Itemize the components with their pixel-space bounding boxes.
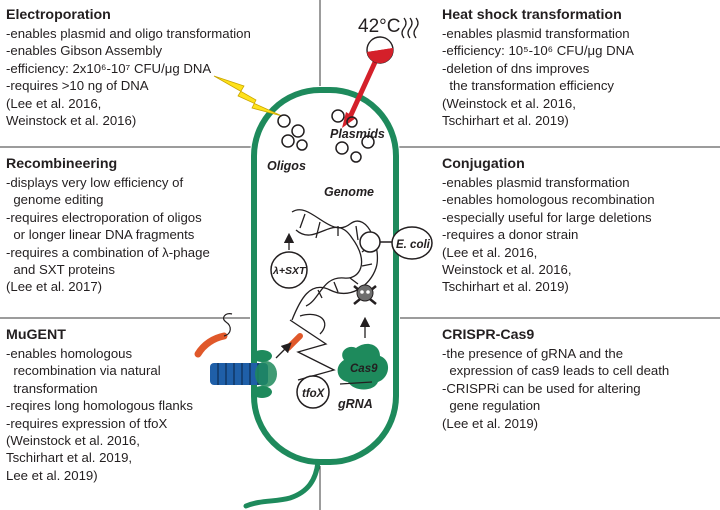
panel-ref: (Weinstock et al. 2016, [6, 433, 140, 449]
lower-genome-helix [289, 313, 336, 381]
tfox-circle [296, 375, 330, 409]
uptake-arrow [275, 342, 292, 359]
panel-heat-shock: Heat shock transformation -enables plasm… [442, 6, 634, 129]
lambda-sxt-label: λ+SXT [272, 265, 307, 277]
panel-item: gene regulation [442, 398, 541, 414]
tfox-label: tfoX [302, 388, 326, 400]
skull-crossbones-icon [353, 284, 377, 305]
panel-item: -enables homologous [6, 346, 133, 361]
panel-item: -enables homologous recombination [442, 192, 655, 208]
panel-conjugation: Conjugation -enables plasmid transformat… [442, 155, 655, 296]
panel-recombineering: Recombineering -displays very low effici… [6, 155, 210, 296]
panel-ref: (Lee et al. 2017) [6, 279, 103, 295]
panel-ref: Tschirhart et al. 2019, [6, 450, 133, 466]
panel-item: the transformation efficiency [442, 78, 615, 94]
panel-item: -requires a combination of λ-phage [6, 244, 210, 260]
heat-waves-icon [401, 17, 419, 39]
bacterial-cell [251, 87, 399, 465]
panel-ref: Tschirhart et al. 2019) [442, 279, 569, 295]
panel-item: -requires >10 ng of DNA [6, 78, 149, 94]
panel-item: -enables plasmid transformation [442, 26, 630, 41]
panel-ref: Weinstock et al. 2016, [442, 262, 572, 278]
genome-label: Genome [324, 185, 374, 199]
panel-title: Recombineering [6, 156, 118, 172]
panel-item: -enables plasmid transformation [442, 175, 630, 190]
panel-item: -enables plasmid and oligo transformatio… [6, 26, 251, 41]
panel-item: -displays very low efficiency of [6, 175, 184, 190]
panel-item: recombination via natural [6, 363, 161, 379]
plasmid-circles [277, 109, 375, 163]
plasmids-label: Plasmids [330, 127, 385, 141]
panel-item: and SXT proteins [6, 262, 115, 278]
panel-title: MuGENT [6, 327, 66, 343]
panel-item: -requires expression of tfoX [6, 415, 168, 431]
panel-ref: (Weinstock et al. 2016, [442, 95, 576, 111]
panel-ref: (Lee et al. 2019) [442, 415, 539, 431]
panel-title: Conjugation [442, 156, 525, 172]
lambda-sxt-circle [270, 251, 308, 289]
panel-ref: (Lee et al. 2016, [6, 95, 102, 111]
panel-item: -efficiency: 2x10⁶-10⁷ CFU/μg DNA [6, 60, 212, 76]
panel-ref: Tschirhart et al. 2019) [442, 113, 569, 129]
panel-item: transformation [6, 380, 98, 396]
temperature-label: 42°C [358, 16, 400, 37]
panel-crispr-cas9: CRISPR-Cas9 -the presence of gRNA and th… [442, 326, 669, 432]
panel-item: expression of cas9 leads to cell death [442, 363, 670, 379]
panel-item: -requires electroporation of oligos [6, 209, 202, 225]
ecoli-label: E. coli [396, 239, 431, 251]
grna-label: gRNA [337, 397, 373, 411]
panel-ref: Lee et al. 2019) [6, 467, 98, 483]
panel-title: CRISPR-Cas9 [442, 327, 535, 343]
panel-item: -efficiency: 10⁵-10⁶ CFU/μg DNA [442, 43, 634, 59]
flagellum [243, 459, 321, 509]
conjugation-plasmid [359, 231, 381, 253]
panel-item: -deletion of dns improves [442, 60, 590, 76]
panel-title: Heat shock transformation [442, 7, 622, 23]
cas9-label: Cas9 [350, 363, 378, 375]
panel-ref: Weinstock et al. 2016) [6, 113, 137, 129]
thermometer-icon [342, 36, 394, 128]
panel-mugent: MuGENT -enables homologous recombination… [6, 326, 193, 484]
panel-item: or longer linear DNA fragments [6, 227, 195, 243]
panel-ref: (Lee et al. 2016, [442, 244, 538, 260]
panel-item: -requires a donor strain [442, 227, 579, 243]
incoming-dna-fragment [194, 332, 228, 358]
ecoli-donor-cell [391, 226, 433, 260]
panel-item: -CRISPRi can be used for altering [442, 380, 641, 396]
pilus-channel [210, 350, 277, 398]
cas9-protein: Cas9 [337, 343, 389, 390]
panel-title: Electroporation [6, 7, 111, 23]
panel-item: -especially useful for large deletions [442, 209, 652, 225]
panel-item: genome editing [6, 192, 104, 208]
panel-electroporation: Electroporation -enables plasmid and oli… [6, 6, 251, 129]
panel-item: -the presence of gRNA and the [442, 346, 624, 361]
panel-item: -enables Gibson Assembly [6, 43, 163, 59]
panel-item: -reqires long homologous flanks [6, 398, 193, 414]
incoming-dna-strand [222, 313, 233, 337]
oligos-label: Oligos [267, 159, 306, 173]
